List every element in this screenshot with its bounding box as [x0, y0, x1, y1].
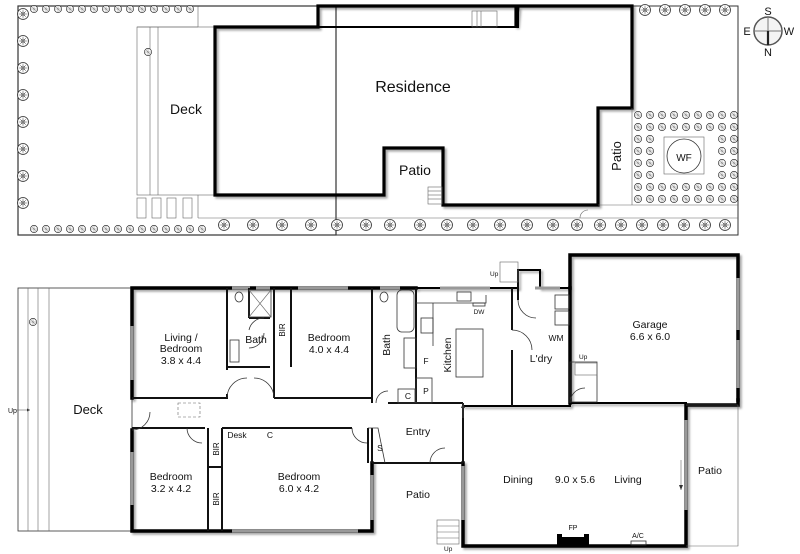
living-label: Living — [614, 474, 642, 486]
compass-w: W — [784, 26, 795, 38]
tree-borders — [17, 4, 731, 233]
bedroom-b-label: Bedroom — [150, 471, 193, 483]
compass-e: E — [743, 26, 750, 38]
residence-outline — [213, 4, 634, 207]
store-label: S — [377, 443, 383, 453]
fireplace-label: FP — [569, 525, 578, 532]
living-bedroom-label-1: Living / — [164, 332, 197, 344]
aircon — [630, 540, 647, 546]
bir3-label: BIR — [212, 492, 221, 506]
dining-label: Dining — [503, 474, 533, 486]
living-bedroom-label-2: Bedroom — [160, 343, 203, 355]
bir1-label: BIR — [278, 323, 287, 337]
bath1-label: Bath — [245, 334, 267, 346]
cupboard2-label: C — [405, 391, 411, 401]
wm-label: WM — [548, 333, 563, 343]
bir2-label: BIR — [212, 442, 221, 456]
bedroom-c-label: Bedroom — [278, 471, 321, 483]
living-bedroom-size: 3.8 x 4.4 — [161, 355, 201, 367]
kitchen-island — [455, 328, 484, 378]
dining-living-size: 9.0 x 5.6 — [555, 474, 595, 486]
bedroom-a-size: 4.0 x 4.4 — [309, 344, 349, 356]
residence-label: Residence — [375, 79, 451, 96]
entry-label: Entry — [406, 426, 431, 438]
site-deck-label: Deck — [170, 101, 203, 117]
water-feature — [666, 138, 702, 174]
site-plan: Deck Residence Patio Patio WF — [17, 4, 795, 236]
compass: S N E W — [743, 6, 794, 59]
pantry-label: P — [423, 386, 429, 396]
kitchen-label: Kitchen — [442, 337, 454, 372]
garage-size: 6.6 x 6.0 — [630, 331, 670, 343]
bath2-label: Bath — [381, 334, 393, 356]
desk-label: Desk — [227, 430, 247, 440]
patio-side-label: Patio — [698, 465, 722, 477]
cupboard1-label: C — [267, 430, 273, 440]
aircon-label: A/C — [632, 533, 644, 540]
fridge-label: F — [423, 356, 428, 366]
compass-s: S — [764, 6, 771, 18]
dishwasher-label: DW — [474, 309, 486, 316]
laundry-label: L'dry — [530, 353, 553, 365]
bedroom-c-size: 6.0 x 4.2 — [279, 483, 319, 495]
stairs-up-label-3: Up — [579, 354, 588, 361]
stairs-up-label-4: Up — [444, 546, 453, 553]
bedroom-b-size: 3.2 x 4.2 — [151, 483, 191, 495]
bedroom-a-label: Bedroom — [308, 332, 351, 344]
patio-front-label: Patio — [406, 489, 430, 501]
site-boundary-left — [17, 5, 337, 236]
site-side-patio-label: Patio — [609, 141, 624, 171]
deck-area — [17, 287, 133, 532]
stairs-up-label-2: Up — [490, 271, 499, 278]
deck-label: Deck — [73, 402, 103, 417]
deck-up-label: Up — [8, 408, 17, 415]
compass-n: N — [764, 47, 772, 59]
water-feature-label: WF — [676, 153, 692, 164]
floor-plan: Up Deck — [8, 253, 740, 553]
site-patio-label: Patio — [399, 162, 431, 178]
garage-label: Garage — [632, 319, 667, 331]
